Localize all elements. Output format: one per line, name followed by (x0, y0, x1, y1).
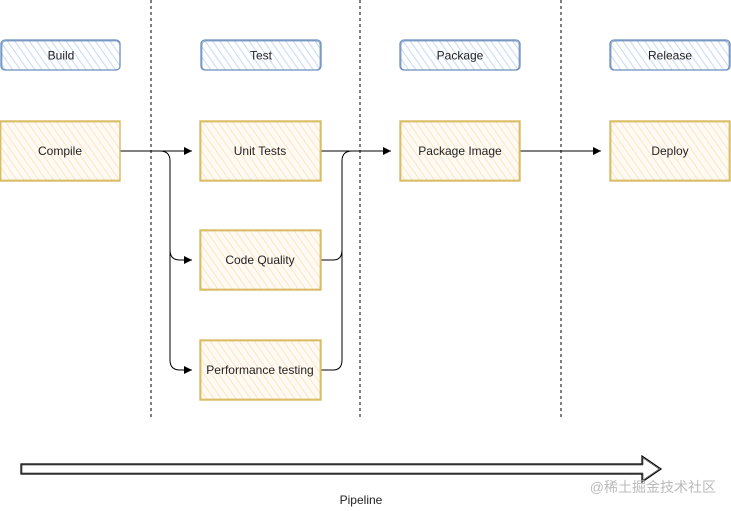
stage-package-label: Package (437, 49, 484, 63)
step-unit-tests[interactable]: Unit Tests (199, 120, 322, 182)
step-compile-label: Compile (38, 144, 82, 158)
step-code-quality[interactable]: Code Quality (199, 229, 322, 291)
step-package-image[interactable]: Package Image (399, 120, 521, 182)
stage-release[interactable]: Release (609, 39, 731, 71)
step-code-quality-label: Code Quality (225, 253, 294, 267)
step-deploy[interactable]: Deploy (609, 120, 731, 182)
stage-release-label: Release (648, 49, 692, 63)
step-performance-testing-label: Performance testing (206, 363, 313, 377)
edge-performance-testing-package-image (321, 250, 343, 371)
stage-package[interactable]: Package (399, 39, 521, 71)
stage-test-label: Test (250, 49, 273, 63)
edge-compile-code-quality (159, 150, 192, 264)
stage-test[interactable]: Test (200, 39, 322, 71)
step-deploy-label: Deploy (651, 144, 688, 158)
step-compile[interactable]: Compile (0, 120, 121, 182)
pipeline-arrow (20, 454, 663, 484)
pipeline-label: Pipeline (340, 493, 383, 507)
lane-dividers (150, 0, 562, 420)
edge-code-quality-package-image (321, 150, 353, 261)
step-unit-tests-label: Unit Tests (234, 144, 286, 158)
watermark: @稀土掘金技术社区 (590, 479, 716, 495)
connectors (120, 147, 601, 374)
stage-build-label: Build (48, 49, 75, 63)
edge-compile-performance-testing (169, 250, 192, 374)
step-performance-testing[interactable]: Performance testing (199, 339, 322, 401)
step-package-image-label: Package Image (418, 144, 502, 158)
stage-build[interactable]: Build (0, 39, 121, 71)
